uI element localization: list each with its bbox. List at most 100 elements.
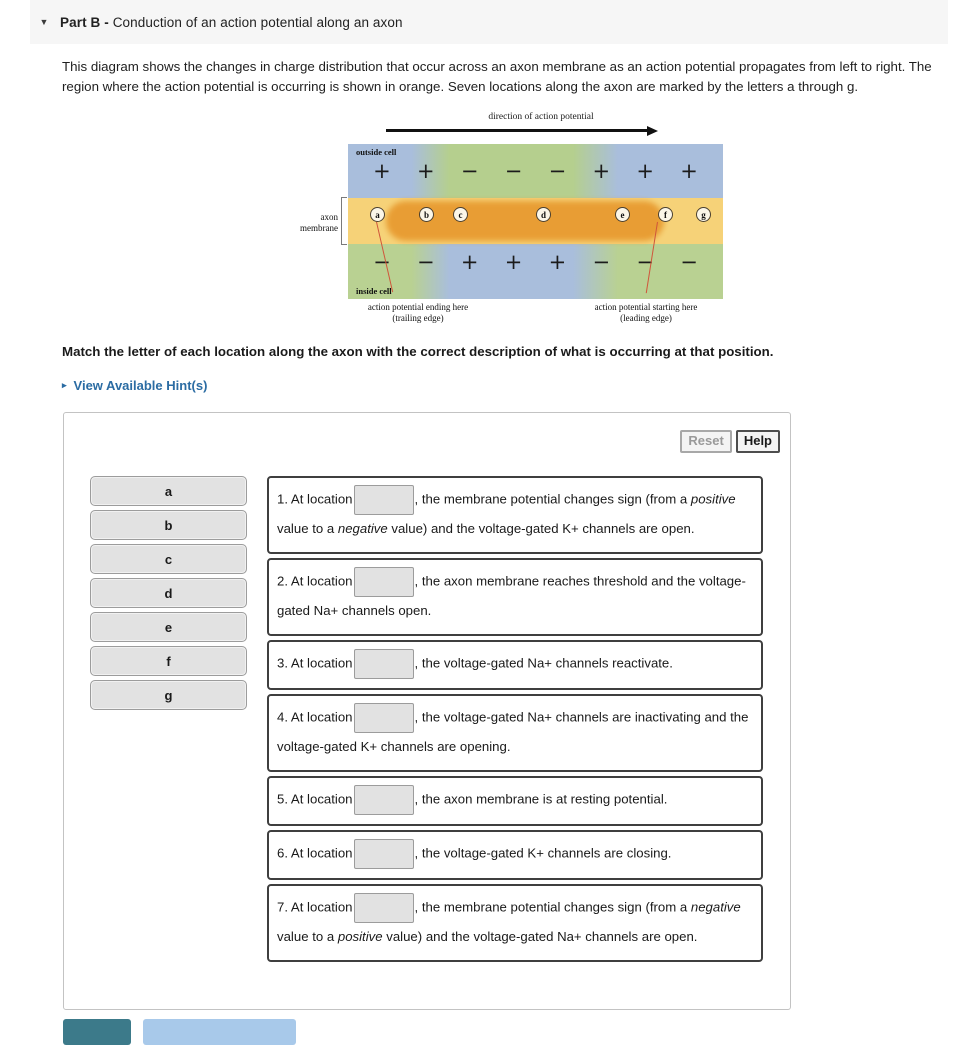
statement-tail-3: value) and the voltage-gated K+ channels… [387, 521, 695, 536]
statement-tail-1: , the membrane potential changes sign (f… [414, 491, 691, 507]
axon-membrane-bracket-label: axon membrane [286, 212, 338, 233]
outside-cell-label: outside cell [356, 147, 397, 157]
charge-symbol: + [460, 250, 479, 274]
statement-row: 4. At location, the voltage-gated Na+ ch… [267, 694, 763, 772]
charge-symbol: + [680, 159, 698, 183]
location-marker-a: a [370, 207, 385, 222]
leading-edge-caption: action potential starting here (leading … [556, 302, 736, 324]
charge-symbol: + [504, 250, 523, 274]
draggable-tile-e[interactable]: e [90, 612, 247, 642]
statement-row: 3. At location, the voltage-gated Na+ ch… [267, 640, 763, 690]
draggable-tile-a[interactable]: a [90, 476, 247, 506]
statement-row: 6. At location , the voltage-gated K+ cha… [267, 830, 763, 880]
statement-prefix: 2. At location [277, 573, 353, 589]
dropzone-3[interactable] [353, 649, 414, 679]
inside-charge-row: − − + + + − − − [348, 250, 723, 274]
charge-symbol: + [548, 250, 567, 274]
axon-diagram: direction of action potential axon membr… [286, 112, 726, 327]
statement-em-1: positive [690, 491, 736, 507]
draggable-tile-f[interactable]: f [90, 646, 247, 676]
charge-symbol: − [460, 159, 479, 183]
statement-prefix: 4. At location [277, 709, 353, 725]
bracket-label-line1: axon [320, 212, 339, 222]
location-marker-e: e [615, 207, 630, 222]
leading-edge-line2: (leading edge) [620, 313, 672, 323]
statement-row: 7. At location , the membrane potential c… [267, 884, 763, 962]
charge-symbol: + [636, 159, 654, 183]
request-answer-button[interactable] [143, 1019, 296, 1045]
statement-tail-1: , the voltage-gated K+ channels are clos… [414, 845, 672, 861]
charge-symbol: − [373, 250, 391, 274]
dropzone-5[interactable] [353, 785, 414, 815]
trailing-edge-line1: action potential ending here [367, 302, 469, 312]
direction-arrow-icon [386, 126, 658, 136]
charge-symbol: + [417, 159, 435, 183]
statement-row: 5. At location , the axon membrane is at … [267, 776, 763, 826]
location-marker-g: g [696, 207, 711, 222]
leading-edge-line1: action potential starting here [594, 302, 698, 312]
statement-em-2: positive [337, 929, 383, 944]
trailing-edge-caption: action potential ending here (trailing e… [328, 302, 508, 324]
matching-exercise-panel: Reset Help a b c d e f g 1. At location,… [63, 412, 791, 1010]
draggable-tile-d[interactable]: d [90, 578, 247, 608]
statement-tail-1: , the voltage-gated Na+ channels reactiv… [414, 655, 673, 671]
draggable-tile-c[interactable]: c [90, 544, 247, 574]
inside-depolarized-wash [348, 244, 723, 299]
statement-tail-1: , the membrane potential changes sign (f… [414, 899, 691, 915]
charge-symbol: − [504, 159, 523, 183]
statement-row: 1. At location , the membrane potential c… [267, 476, 763, 554]
statement-prefix: 5. At location [277, 791, 353, 807]
part-header[interactable]: ▼ Part B - Conduction of an action poten… [30, 0, 948, 44]
outside-depolarized-wash [348, 144, 723, 198]
help-button[interactable]: Help [735, 430, 780, 453]
dropzone-6[interactable] [353, 839, 414, 869]
reset-button[interactable]: Reset [680, 430, 732, 453]
statement-prefix: 7. At location [277, 899, 353, 915]
submit-button[interactable] [63, 1019, 131, 1045]
charge-symbol: − [636, 250, 654, 274]
draggable-tile-g[interactable]: g [90, 680, 247, 710]
collapse-caret-icon[interactable]: ▼ [39, 16, 49, 27]
panel-toolbar: Reset Help [680, 430, 780, 453]
part-title-text: Conduction of an action potential along … [112, 14, 403, 30]
page-title: Part B - Conduction of an action potenti… [60, 15, 403, 30]
location-marker-b: b [419, 207, 434, 222]
part-label: Part B [60, 14, 101, 30]
view-hints-label: View Available Hint(s) [73, 378, 208, 393]
statement-column: 1. At location , the membrane potential c… [267, 476, 763, 966]
direction-arrow-label: direction of action potential [488, 112, 594, 122]
inside-cell-label: inside cell [356, 286, 392, 296]
statement-prefix: 6. At location [277, 845, 353, 861]
trailing-edge-line2: (trailing edge) [392, 313, 444, 323]
dropzone-7[interactable] [353, 893, 414, 923]
location-marker-c: c [453, 207, 468, 222]
intro-paragraph: This diagram shows the changes in charge… [62, 59, 932, 94]
statement-tail-2: value to a [277, 929, 338, 944]
statement-em-1: negative [690, 899, 741, 915]
draggable-tile-b[interactable]: b [90, 510, 247, 540]
charge-symbol: + [592, 159, 611, 183]
dropzone-1[interactable] [353, 485, 414, 515]
view-hints-link[interactable]: ▸ View Available Hint(s) [62, 378, 207, 393]
charge-symbol: − [548, 159, 567, 183]
draggable-tile-column: a b c d e f g [90, 476, 247, 714]
statement-row: 2. At location, the axon membrane reache… [267, 558, 763, 636]
bracket-label-line2: membrane [300, 222, 338, 233]
charge-symbol: + [373, 159, 391, 183]
dropzone-2[interactable] [353, 567, 414, 597]
charge-symbol: − [592, 250, 611, 274]
statement-prefix: 1. At location [277, 491, 353, 507]
charge-symbol: − [680, 250, 698, 274]
statement-tail-1: , the axon membrane is at resting potent… [414, 791, 668, 807]
outside-charge-row: + + − − − + + + [348, 159, 723, 183]
location-marker-d: d [536, 207, 551, 222]
bottom-action-bar [63, 1019, 296, 1045]
dropzone-4[interactable] [353, 703, 414, 733]
part-dash: - [100, 14, 113, 30]
hint-caret-icon: ▸ [62, 380, 67, 390]
statement-tail-3: value) and the voltage-gated Na+ channel… [382, 929, 698, 944]
statement-tail-2: value to a [277, 521, 338, 536]
axon-location-markers: a b c d e f g [348, 207, 723, 227]
axon-membrane-illustration: outside cell inside cell + + − − − + + +… [348, 144, 723, 299]
statement-tail-1: , the voltage-gated Na+ channels are ina… [277, 709, 749, 754]
